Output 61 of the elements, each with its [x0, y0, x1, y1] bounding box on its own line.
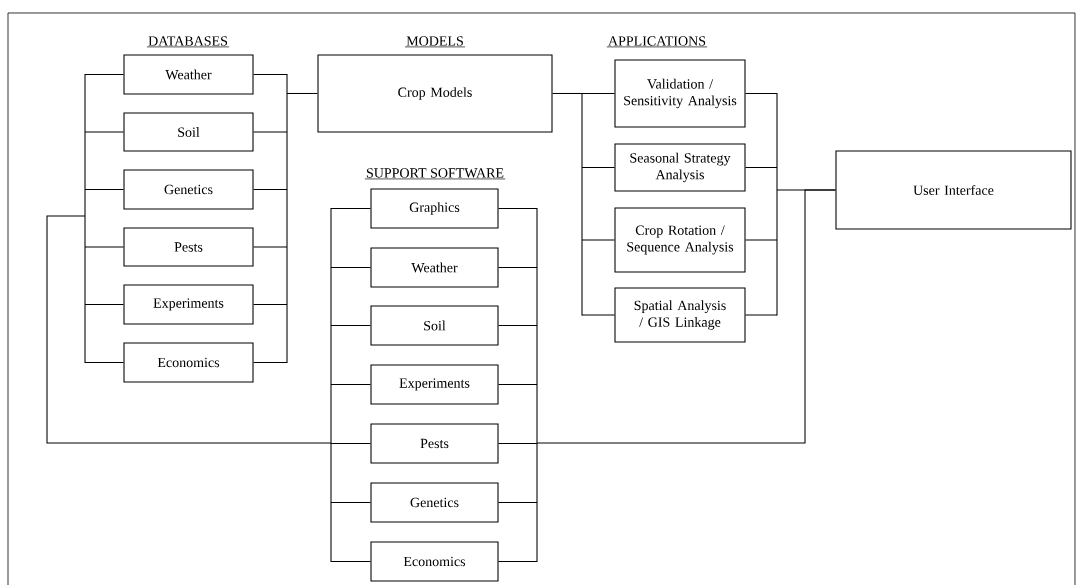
database-box: Weather — [123, 54, 254, 95]
interface-box: User Interface — [835, 150, 1072, 230]
software-box: Economics — [370, 541, 499, 582]
database-box: Experiments — [123, 284, 254, 325]
software-box: Pests — [370, 423, 499, 464]
connector-line — [84, 131, 124, 133]
connector-line — [330, 324, 371, 327]
heading: DATABASES — [146, 36, 230, 48]
connector-line — [253, 188, 288, 191]
software-box: Weather — [370, 247, 499, 288]
connector-line — [745, 314, 778, 316]
connector-line — [253, 246, 288, 248]
application-box: Seasonal Strategy Analysis — [614, 143, 746, 192]
connector-line — [581, 314, 615, 316]
connector-line — [253, 303, 288, 306]
database-box: Soil — [123, 112, 254, 152]
connector-line — [84, 361, 124, 364]
connector-line — [330, 501, 371, 504]
connector-line — [330, 442, 371, 445]
database-box: Pests — [123, 227, 254, 267]
application-box: Spatial Analysis / GIS Linkage — [614, 287, 746, 343]
connector-line — [46, 215, 332, 444]
connector-line — [253, 73, 288, 76]
connector-line — [84, 303, 124, 306]
connector-line — [84, 246, 124, 248]
application-box: Validation / Sensitivity Analysis — [614, 59, 746, 128]
connector-line — [253, 361, 288, 364]
software-box: Experiments — [370, 364, 499, 405]
connector-line — [84, 188, 124, 191]
connector-line — [498, 442, 538, 445]
software-box: Soil — [370, 305, 499, 346]
connector-line — [330, 560, 371, 563]
software-box: Genetics — [370, 482, 499, 523]
connector-line — [581, 92, 615, 95]
software-box: Graphics — [370, 188, 499, 229]
connector-line — [498, 560, 538, 563]
connector-line — [253, 131, 288, 133]
connector-line — [552, 92, 583, 95]
connector-line — [498, 324, 538, 327]
connector-line — [498, 266, 538, 269]
application-box: Crop Rotation / Sequence Analysis — [614, 207, 746, 273]
connector-line — [286, 92, 318, 95]
database-box: Genetics — [123, 169, 254, 210]
connector-line — [581, 166, 615, 169]
connector-line — [498, 501, 538, 504]
connector-line — [745, 166, 778, 169]
heading: MODELS — [404, 36, 466, 48]
heading: APPLICATIONS — [606, 36, 708, 48]
connector-line — [330, 266, 371, 269]
connector-line — [536, 189, 836, 444]
connector-line — [745, 239, 778, 241]
model-box: Crop Models — [317, 54, 553, 133]
connector-line — [745, 92, 778, 95]
connector-line — [330, 207, 371, 210]
connector-line — [498, 207, 538, 210]
connector-line — [84, 73, 124, 76]
database-box: Economics — [123, 342, 254, 383]
connector-line — [330, 383, 371, 386]
heading: SUPPORT SOFTWARE — [364, 168, 506, 180]
connector-line — [498, 383, 538, 386]
connector-line — [581, 239, 615, 241]
